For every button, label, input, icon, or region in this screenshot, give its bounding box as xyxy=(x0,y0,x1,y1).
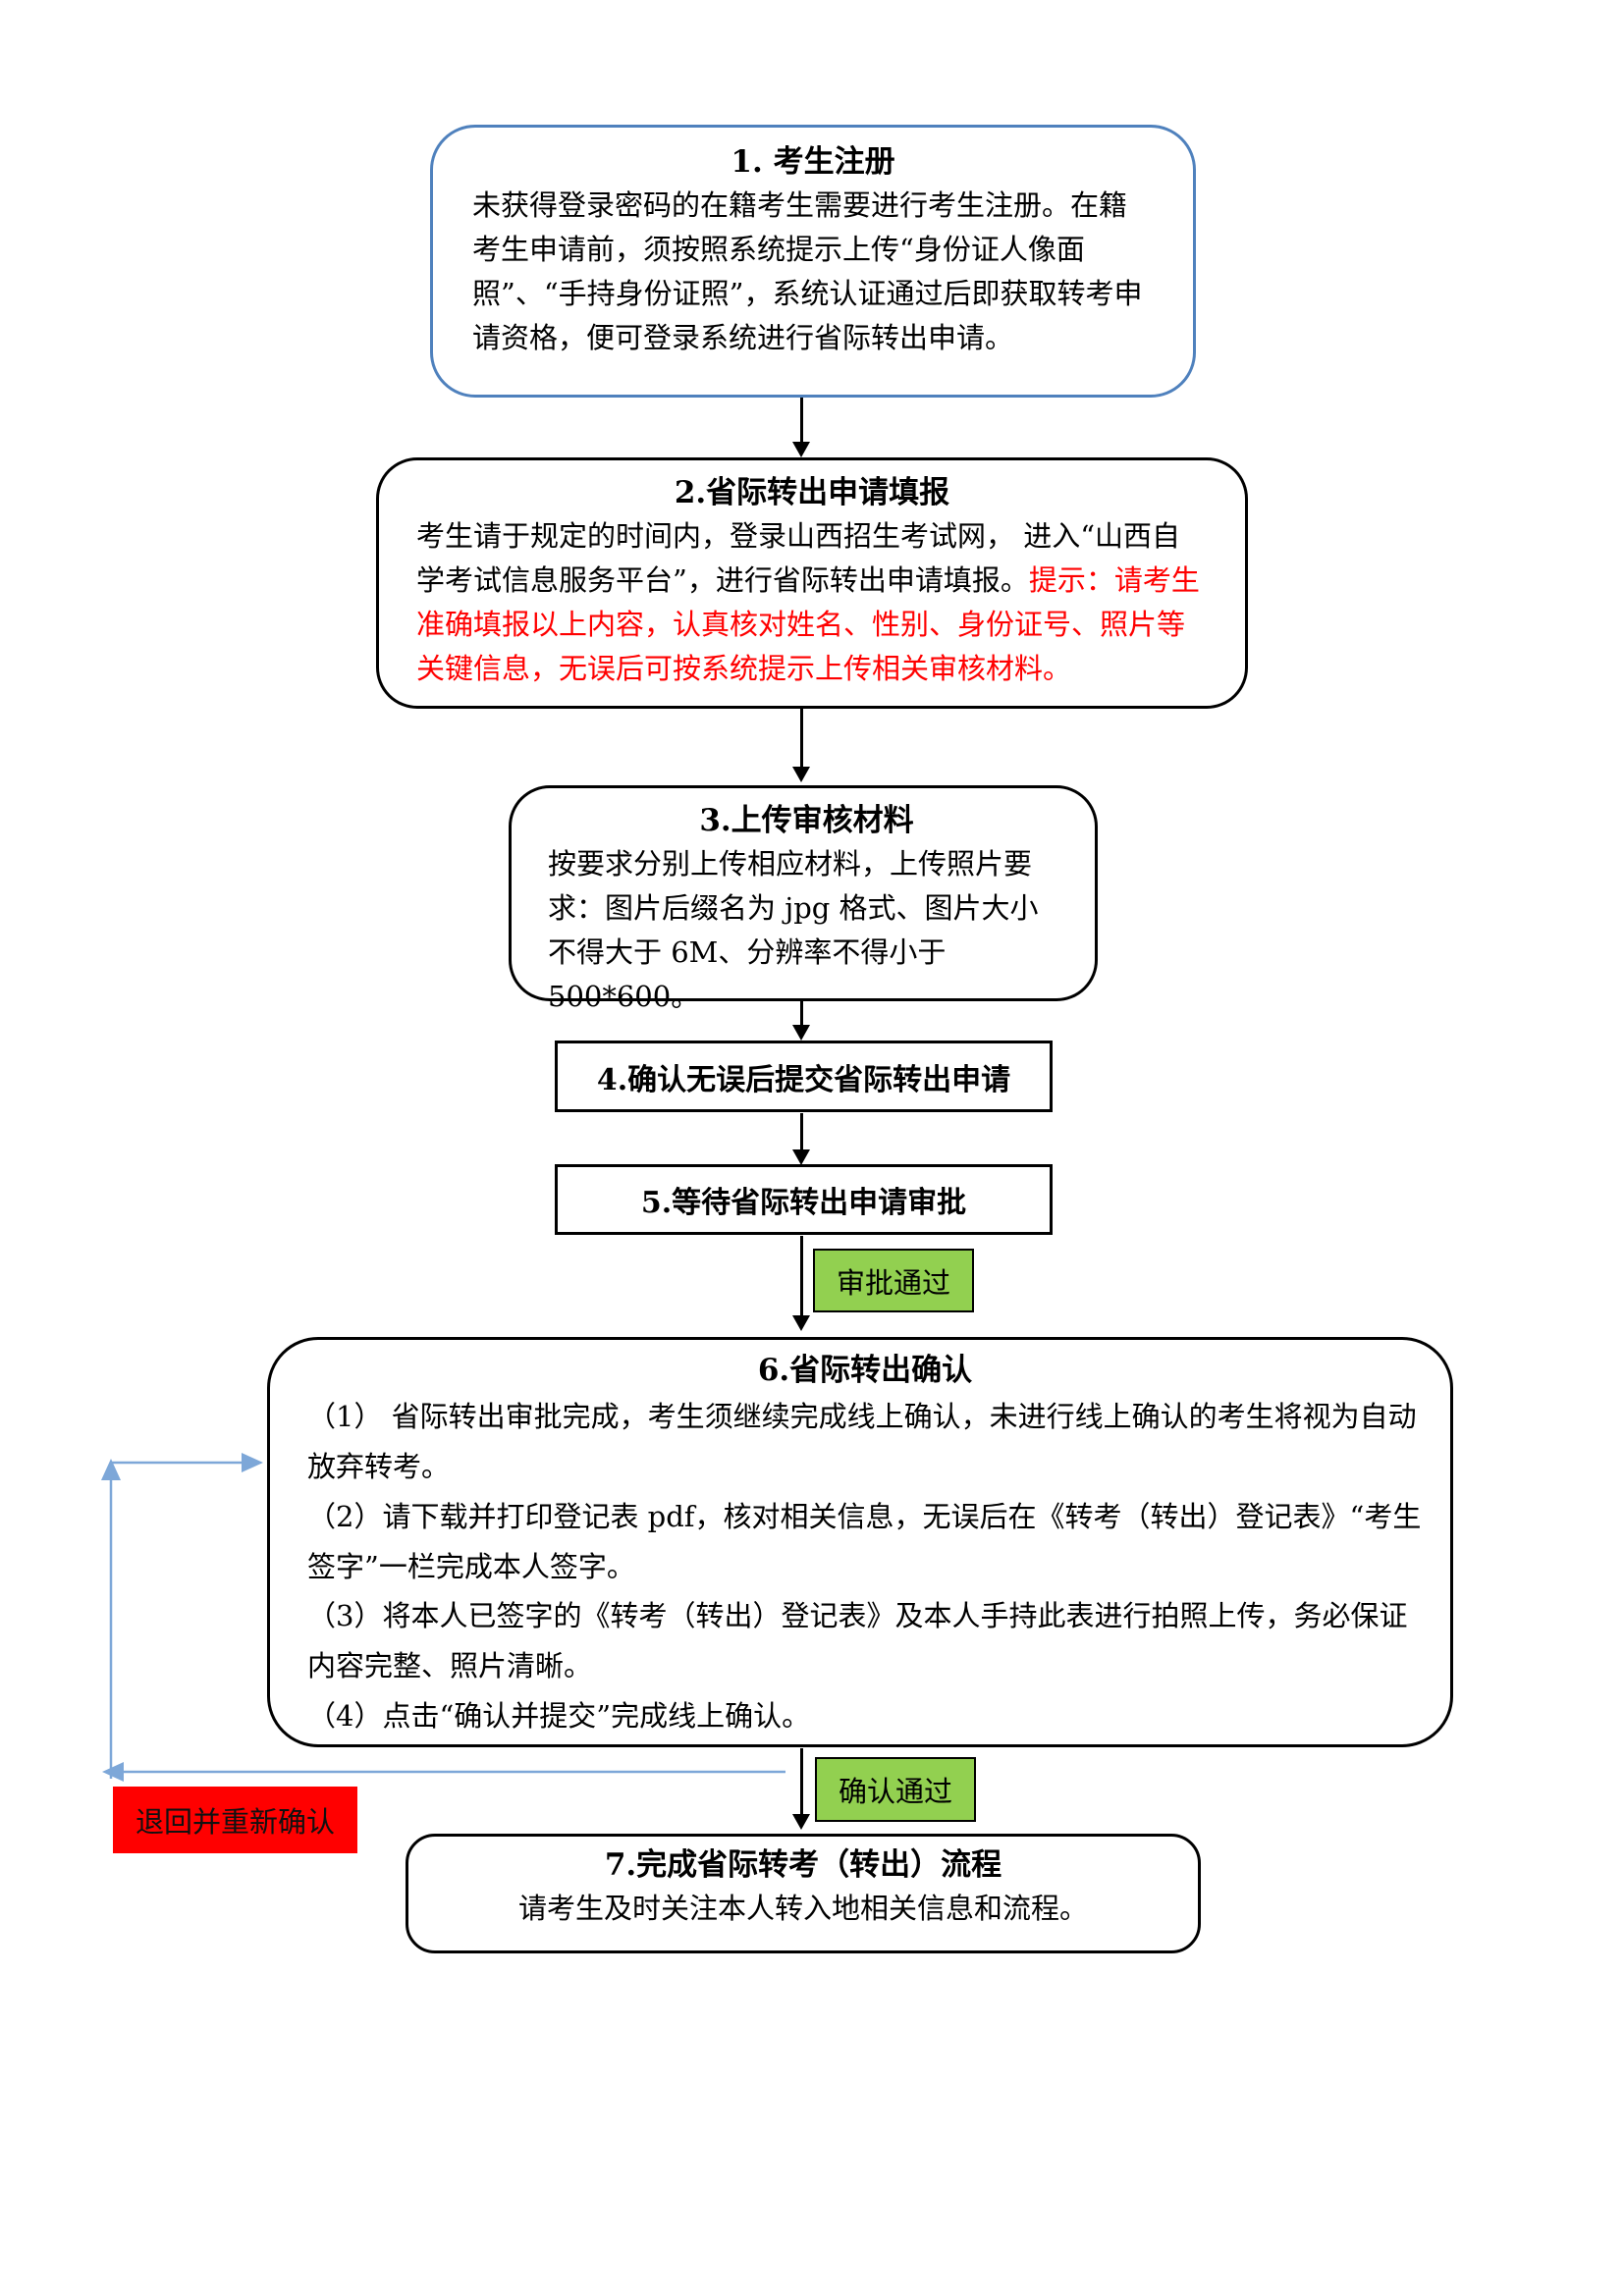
feedback-arrowhead-up xyxy=(101,1459,121,1480)
step4-title: 4.确认无误后提交省际转出申请 xyxy=(596,1062,1011,1097)
arrow-step3-step4 xyxy=(792,1000,810,1041)
arrow-step4-step5 xyxy=(792,1113,810,1165)
flow-node-step4: 4.确认无误后提交省际转出申请 xyxy=(555,1041,1053,1112)
label-confirm-passed-text: 确认通过 xyxy=(838,1775,952,1808)
label-return-reconfirm-text: 退回并重新确认 xyxy=(135,1805,335,1839)
step6-title: 6.省际转出确认 xyxy=(757,1353,973,1388)
step1-title: 1. 考生注册 xyxy=(731,144,895,180)
step6-item-1: （1） 省际转出审批完成，考生须继续完成线上确认，未进行线上确认的考生将视为自动… xyxy=(307,1400,1417,1484)
step3-body: 按要求分别上传相应材料，上传照片要求：图片后缀名为 jpg 格式、图片大小不得大… xyxy=(548,847,1039,1014)
flow-node-step7: 7.完成省际转考（转出）流程 请考生及时关注本人转入地相关信息和流程。 xyxy=(406,1834,1201,1953)
feedback-arrowhead-right xyxy=(242,1453,263,1472)
step2-body-red: 提示：请考生准确填报以上内容，认真核对姓名、性别、身份证号、照片等关键信息，无误… xyxy=(416,563,1200,686)
arrow-step6-step7 xyxy=(792,1748,810,1830)
label-return-reconfirm: 退回并重新确认 xyxy=(113,1787,357,1853)
step7-title: 7.完成省际转考（转出）流程 xyxy=(604,1847,1002,1883)
step6-item-3: （3）将本人已签字的《转考（转出）登记表》及本人手持此表进行拍照上传，务必保证内… xyxy=(307,1599,1408,1683)
step2-body-black: 考生请于规定的时间内，登录山西招生考试网， 进入“山西自学考试信息服务平台”，进… xyxy=(416,519,1181,598)
flow-node-step6: 6.省际转出确认 （1） 省际转出审批完成，考生须继续完成线上确认，未进行线上确… xyxy=(267,1337,1453,1747)
flow-node-step3: 3.上传审核材料 按要求分别上传相应材料，上传照片要求：图片后缀名为 jpg 格… xyxy=(509,785,1098,1013)
label-approval-passed: 审批通过 xyxy=(813,1249,974,1312)
label-confirm-passed: 确认通过 xyxy=(815,1757,976,1822)
step7-body: 请考生及时关注本人转入地相关信息和流程。 xyxy=(517,1892,1088,1926)
step5-title: 5.等待省际转出申请审批 xyxy=(640,1186,967,1220)
label-approval-passed-text: 审批通过 xyxy=(836,1265,950,1300)
step6-item-2: （2）请下载并打印登记表 pdf，核对相关信息，无误后在《转考（转出）登记表》“… xyxy=(307,1499,1422,1583)
step1-body: 未获得登录密码的在籍考生需要进行考生注册。在籍考生申请前，须按照系统提示上传“身… xyxy=(472,188,1143,355)
step2-body: 考生请于规定的时间内，登录山西招生考试网， 进入“山西自学考试信息服务平台”，进… xyxy=(416,514,1208,691)
flow-node-step2: 2.省际转出申请填报 考生请于规定的时间内，登录山西招生考试网， 进入“山西自学… xyxy=(376,457,1248,709)
step6-items: （1） 省际转出审批完成，考生须继续完成线上确认，未进行线上确认的考生将视为自动… xyxy=(307,1392,1423,1740)
step2-title: 2.省际转出申请填报 xyxy=(674,475,950,510)
step3-title: 3.上传审核材料 xyxy=(699,803,914,838)
feedback-arrowhead-left xyxy=(102,1762,124,1782)
flow-node-step1: 1. 考生注册 未获得登录密码的在籍考生需要进行考生注册。在籍考生申请前，须按照… xyxy=(430,125,1196,398)
arrow-step1-step2 xyxy=(792,398,810,457)
arrow-step5-step6 xyxy=(792,1236,810,1331)
step6-item-4: （4）点击“确认并提交”完成线上确认。 xyxy=(307,1698,811,1733)
flow-node-step5: 5.等待省际转出申请审批 xyxy=(555,1164,1053,1235)
arrow-step2-step3 xyxy=(792,709,810,782)
